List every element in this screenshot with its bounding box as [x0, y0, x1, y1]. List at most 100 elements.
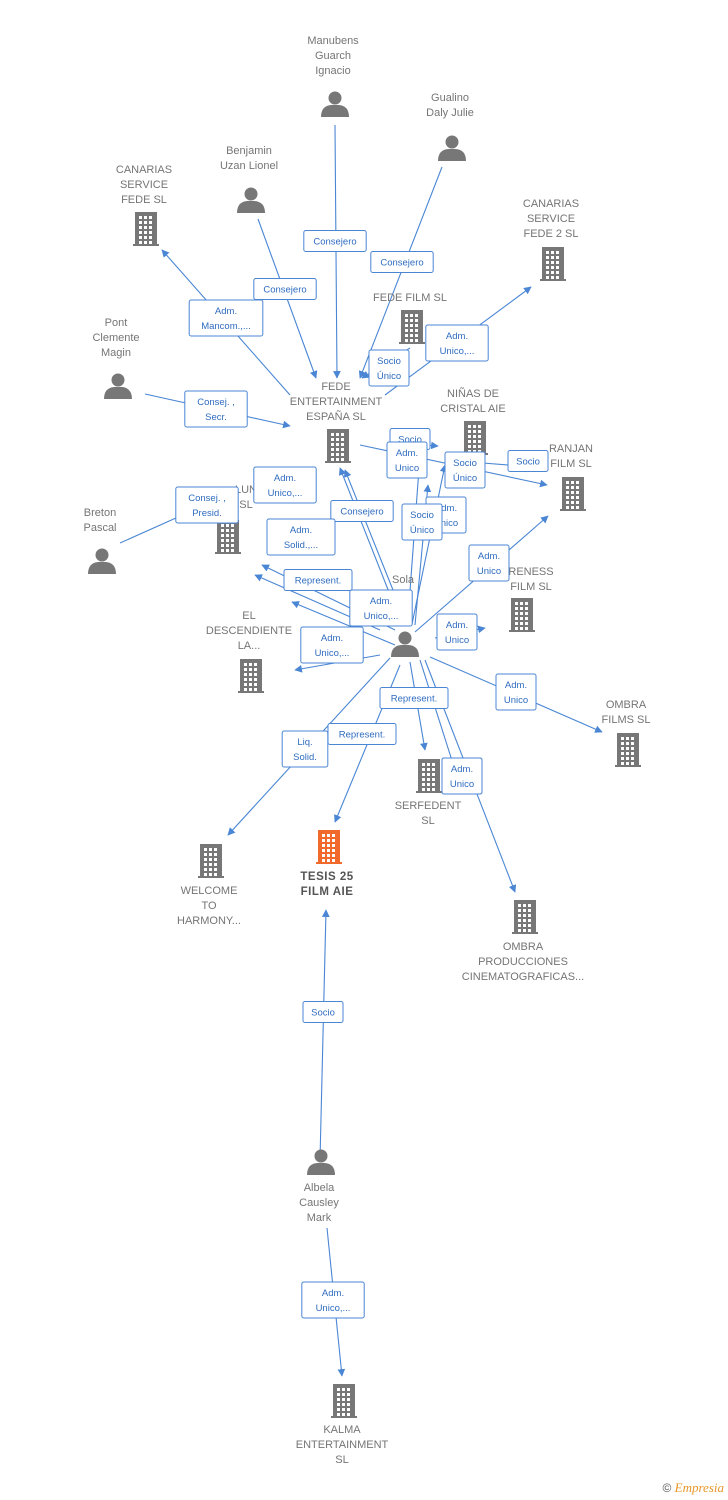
edge-label-box [253, 466, 317, 504]
node-label: ESPAÑA SL [306, 410, 366, 423]
node-label: EL [242, 610, 255, 622]
edge-label-breton-lunasl[interactable]: Consej. ,Presid. [175, 486, 239, 524]
edge-label-sola-tesis[interactable]: Represent. [327, 723, 397, 745]
node-label: WELCOME [181, 885, 238, 897]
building-icon [316, 830, 342, 864]
edge-label-sola-fedeent[interactable]: Adm. Unico,... [253, 466, 317, 504]
edge-label-sola-ninas[interactable]: Adm.Unico [386, 441, 428, 479]
edge-label-box [495, 673, 537, 711]
edge-label-box [188, 299, 264, 337]
node-label: CANARIAS [523, 198, 579, 210]
edge-label-text: Liq. [297, 737, 312, 748]
edge-label-box [368, 349, 410, 387]
edge-label-sola-ombrafilms[interactable]: Adm.Unico [495, 673, 537, 711]
edge-label-sola-descendiente[interactable]: Adm.Unico,... [300, 626, 364, 664]
edge-label-text: Adm. [446, 331, 468, 342]
edge-label-manubens-fedeent[interactable]: Consejero [303, 230, 367, 252]
edge-label-sola-reness[interactable]: Adm.Unico [468, 544, 510, 582]
node-label: CANARIAS [116, 164, 172, 176]
node-ombraprod[interactable]: OMBRAPRODUCCIONESCINEMATOGRAFICAS... [462, 900, 584, 983]
node-welcome[interactable]: WELCOMETOHARMONY... [177, 844, 241, 927]
edge-label-text: Unico,... [268, 488, 303, 499]
edge-label-text: Represent. [339, 730, 385, 741]
edge-label-text: Adm. [274, 473, 296, 484]
node-canarias1[interactable]: CANARIAS SERVICE FEDE SL [116, 164, 172, 246]
person-icon [438, 135, 466, 161]
edge-label-gualino-fedeent[interactable]: Consejero [370, 251, 434, 273]
edge-label-box [283, 569, 353, 591]
node-label: Pascal [83, 522, 116, 534]
node-descendiente[interactable]: ELDESCENDIENTELA... [206, 610, 292, 693]
copyright-symbol: © [662, 1481, 672, 1495]
node-label: NIÑAS DE [447, 387, 499, 400]
node-label: Sola [392, 574, 415, 586]
edge-label-text: Socio [311, 1008, 335, 1019]
edge-label-text: Unico [477, 566, 501, 577]
node-label: Benjamin [226, 145, 272, 157]
building-icon [416, 759, 442, 793]
node-label: Daly Julie [426, 107, 474, 119]
edge-label-fedeent-canarias2[interactable]: Adm. Unico,... [425, 324, 489, 362]
edge-label-box [303, 230, 367, 252]
edge-label-sola-ombraprod[interactable]: Adm.Unico [441, 757, 483, 795]
edge-label-sola-descendiente[interactable]: Adm.Solid.,... [266, 518, 336, 556]
footer-brand[interactable]: © Empresia [662, 1480, 724, 1496]
edge-label-text: Adm. [435, 503, 457, 514]
edge-label-albela-tesis[interactable]: Socio [302, 1001, 344, 1023]
node-label: SERVICE [120, 179, 168, 191]
node-label: FEDE 2 SL [523, 228, 578, 240]
building-icon [512, 900, 538, 934]
edge-label-box [302, 1001, 344, 1023]
node-label: KALMA [323, 1424, 361, 1436]
node-label: Ignacio [315, 65, 350, 77]
edge-label-text: Solid.,... [284, 540, 318, 551]
edge-label-box [266, 518, 336, 556]
edge-label-box [386, 441, 428, 479]
edge-label-sola-welcome[interactable]: Liq. Solid. [281, 730, 329, 768]
node-label: FILM SL [550, 458, 592, 470]
node-label: RENESS [508, 566, 553, 578]
edge-label-sola-lunasl[interactable]: Represent. [283, 569, 353, 591]
node-fedefilm[interactable]: FEDE FILM SL [373, 292, 447, 344]
edge-label-text: Mancom.,... [201, 321, 251, 332]
edge-label-text: Solid. [293, 752, 317, 763]
building-icon [560, 477, 586, 511]
edge-label-box [330, 500, 394, 522]
node-label: SERFEDENT [395, 800, 462, 812]
edge-label-pont-fedeent[interactable]: Consej. ,Secr. [184, 390, 248, 428]
edge-label-benjamin-fedeent[interactable]: Consejero [253, 278, 317, 300]
edge-label-text: Unico,... [440, 346, 475, 357]
edge-label-box [301, 1281, 365, 1319]
edge-label-sola-descendiente[interactable]: Adm.Unico,... [349, 589, 413, 627]
edge-label-sola-fedeent[interactable]: Consejero [330, 500, 394, 522]
edge-sola-to-serfedent [419, 659, 457, 771]
edge-label-box [468, 544, 510, 582]
node-label: Guarch [315, 50, 351, 62]
node-label: Manubens [307, 35, 359, 47]
edge-label-albela-kalma[interactable]: Adm.Unico,... [301, 1281, 365, 1319]
edge-label-sola-ranjan[interactable]: Socio [507, 450, 549, 472]
edge-label-sola-serfedent[interactable]: Represent. [379, 687, 449, 709]
node-label: FEDE SL [121, 194, 167, 206]
edge-label-fedeent-canarias1[interactable]: Adm.Mancom.,... [188, 299, 264, 337]
edge-label-sola-reness[interactable]: Adm.Unico [436, 613, 478, 651]
